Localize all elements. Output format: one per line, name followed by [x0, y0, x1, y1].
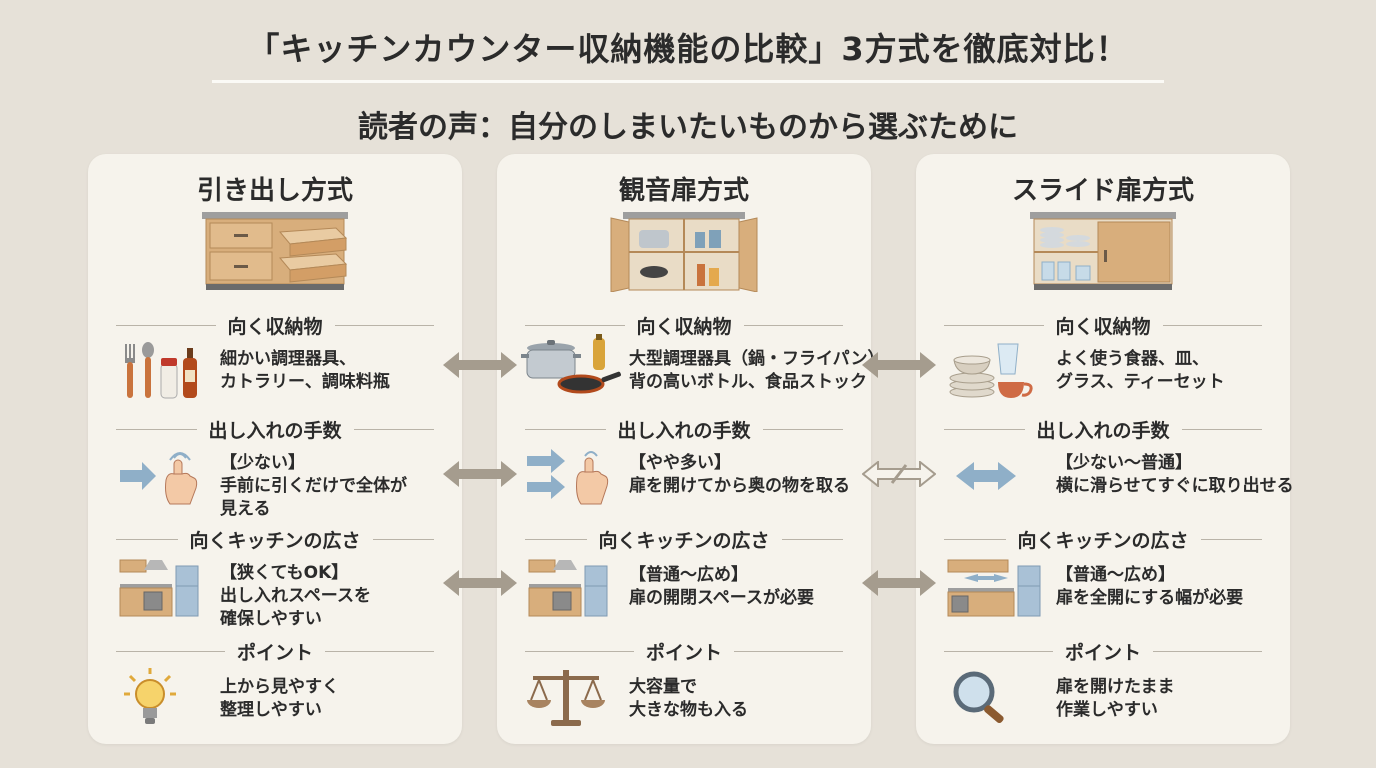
- section-header-items: 向く収納物: [525, 314, 844, 338]
- sliding-door-cabinet-icon: [1030, 212, 1176, 290]
- panel-sliding-door: スライド扉方式 向く収納物 よく使う食器、皿、グラス、ティーセット 出し入れの手…: [916, 154, 1294, 744]
- section-header-point: ポイント: [944, 640, 1263, 664]
- drawer-cabinet-icon: [202, 212, 348, 290]
- kitchen-icon: [528, 559, 608, 617]
- kitchen-icon: [119, 559, 199, 617]
- connector-arrow-space-1-2: [443, 570, 517, 596]
- connector-arrow-items-1-2: [443, 352, 517, 378]
- dishes-icon: [949, 343, 1033, 398]
- section-header-items: 向く収納物: [116, 314, 435, 338]
- section-header-effort: 出し入れの手数: [525, 418, 844, 442]
- items-description: よく使う食器、皿、グラス、ティーセット: [1056, 349, 1225, 392]
- section-header-effort: 出し入れの手数: [944, 418, 1263, 442]
- point-description: 扉を開けたまま作業しやすい: [1056, 677, 1175, 720]
- section-header-items: 向く収納物: [944, 314, 1263, 338]
- panel-double-door: 観音扉方式 向く収納物 大型調理器具（鍋・フライパン）、背の高いボトル、食品スト…: [497, 154, 894, 744]
- not-equal-arrow-icon: [862, 461, 936, 487]
- section-header-effort: 出し入れの手数: [116, 418, 435, 442]
- space-description: 【普通〜広め】扉を全開にする幅が必要: [1056, 565, 1244, 608]
- utensils-icon: [125, 342, 197, 399]
- pot-pan-icon: [521, 334, 621, 394]
- effort-description: 【少ない〜普通】横に滑らせてすぐに取り出せる: [1056, 453, 1294, 496]
- page-subtitle: 読者の声：自分のしまいたいものから選ぶために: [358, 110, 1018, 145]
- section-header-space: 向くキッチンの広さ: [944, 528, 1263, 552]
- connector-arrow-space-2-3: [862, 570, 936, 596]
- space-description: 【狭くてもOK】出し入れスペースを確保しやすい: [220, 563, 371, 629]
- hand-pull-icon: [120, 452, 198, 505]
- section-header-space: 向くキッチンの広さ: [525, 528, 844, 552]
- double-arrow-icon: [956, 462, 1016, 490]
- items-description: 細かい調理器具、カトラリー、調味料瓶: [220, 349, 390, 392]
- space-description: 【普通〜広め】扉の開閉スペースが必要: [629, 565, 814, 608]
- double-door-cabinet-icon: [610, 212, 758, 292]
- connector-arrow-items-2-3: [862, 352, 936, 378]
- magnifier-icon: [953, 671, 1004, 724]
- page-title: 「キッチンカウンター収納機能の比較」3方式を徹底対比！: [247, 30, 1129, 68]
- point-description: 大容量で大きな物も入る: [629, 677, 748, 720]
- section-header-space: 向くキッチンの広さ: [116, 528, 435, 552]
- panel-drawer: 引き出し方式 向く収納物 細かい調理器具、カトラリー、調味料瓶 出し入れの手数: [88, 154, 462, 744]
- items-description: 大型調理器具（鍋・フライパン）、背の高いボトル、食品ストック: [629, 349, 894, 392]
- kitchen-slide-icon: [947, 559, 1041, 617]
- panel-title: スライド扉方式: [1011, 176, 1194, 206]
- lightbulb-icon: [124, 668, 176, 724]
- panel-title: 引き出し方式: [196, 176, 353, 206]
- section-header-point: ポイント: [525, 640, 844, 664]
- effort-description: 【やや多い】扉を開けてから奥の物を取る: [629, 453, 850, 496]
- title-divider: [212, 80, 1164, 83]
- connector-arrow-effort-1-2: [443, 461, 517, 487]
- effort-description: 【少ない】手前に引くだけで全体が見える: [220, 453, 407, 519]
- hand-double-arrow-icon: [527, 449, 609, 505]
- scale-icon: [527, 670, 605, 726]
- point-description: 上から見やすく整理しやすい: [220, 677, 339, 720]
- section-header-point: ポイント: [116, 640, 435, 664]
- panel-title: 観音扉方式: [618, 176, 749, 206]
